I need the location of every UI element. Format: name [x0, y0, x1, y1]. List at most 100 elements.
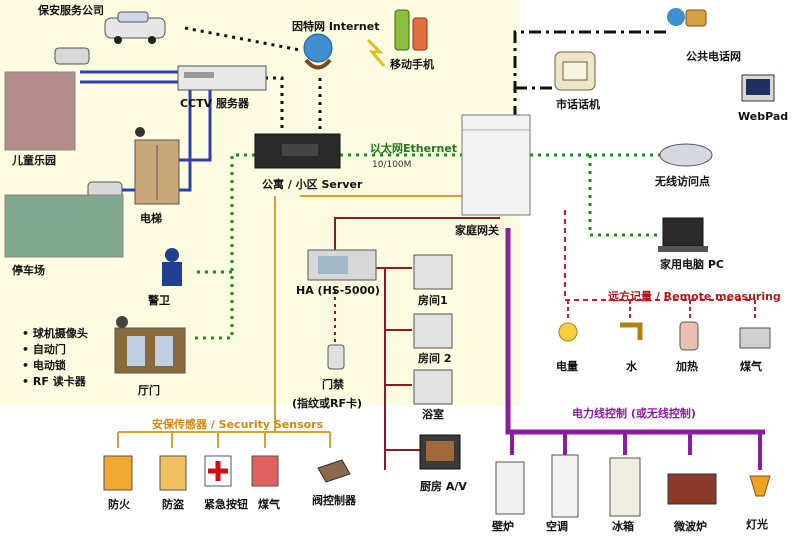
- server-icon: [254, 133, 341, 169]
- lobby-features-list: • 球机摄像头 • 自动门 • 电动锁 • RF 读卡器: [22, 326, 88, 390]
- ha-label: HA (HS-5000): [296, 284, 380, 297]
- list-item: • 电动锁: [22, 359, 66, 372]
- list-item-text: RF 读卡器: [32, 375, 86, 388]
- link-gateway-ha: [334, 217, 500, 250]
- elevator-label: 电梯: [140, 212, 162, 225]
- parking-photo: [4, 194, 124, 258]
- faucet-icon: [620, 322, 643, 340]
- link-ethernet-pc: [588, 155, 660, 237]
- powerline-label: 电力线控制 (或无线控制): [572, 407, 696, 420]
- dome-camera-icon: [116, 316, 128, 328]
- ethernet-speed-label: 10/100M: [372, 160, 412, 170]
- link-cctv-elevator: [165, 90, 212, 162]
- parking-label: 停车场: [12, 264, 45, 277]
- cctv-label: CCTV 服务器: [180, 97, 249, 110]
- wireless-ap-icon: [659, 143, 713, 167]
- lightning-icon: [366, 38, 386, 67]
- theft-label: 防盗: [162, 498, 184, 511]
- link-ha-rooms: [375, 267, 386, 470]
- playground-label: 儿童乐园: [12, 154, 56, 167]
- mobile-phone-icon: [394, 9, 428, 51]
- light-label: 灯光: [746, 518, 768, 531]
- bulb-icon: [558, 322, 578, 342]
- webpad-label: WebPad: [738, 110, 789, 123]
- bath-panel-icon: [413, 369, 453, 405]
- fire-label: 防火: [108, 498, 130, 511]
- home-pc-icon: [658, 217, 708, 252]
- playground-photo: [4, 71, 76, 151]
- link-ethernet-left: [190, 153, 255, 340]
- gas-sensor-label: 煤气: [258, 498, 280, 511]
- link-cctv-server: [265, 76, 284, 132]
- landline-label: 市话话机: [556, 98, 600, 111]
- pstn-phone-icon: [667, 8, 707, 27]
- room2-label: 房间 2: [418, 352, 452, 365]
- fingerprint-label: (指纹或RF卡): [292, 397, 363, 410]
- fire-sensor-icon: [103, 455, 133, 491]
- meter-heating-label: 加热: [676, 360, 698, 373]
- pstn-label: 公共电话网: [686, 50, 741, 63]
- cctv-server-icon: [177, 65, 267, 91]
- emergency-label: 紧急按钮: [204, 498, 248, 511]
- fridge-label: 冰箱: [612, 520, 634, 533]
- boiler-label: 壁炉: [492, 520, 514, 533]
- list-item: • 球机摄像头: [22, 327, 88, 340]
- lobby-door-photo: [114, 327, 186, 374]
- home-gateway-icon: [461, 114, 531, 216]
- meter-water-label: 水: [626, 360, 637, 373]
- aircon-label: 空调: [546, 520, 568, 533]
- lobby-label: 厅门: [138, 384, 160, 397]
- room1-panel-icon: [413, 254, 453, 290]
- valve-icon: [317, 459, 351, 483]
- ethernet-label: 以太网Ethernet: [370, 142, 458, 155]
- access-reader-icon: [327, 344, 345, 370]
- valve-label: 阀控制器: [312, 494, 356, 507]
- ha-panel-icon: [307, 249, 377, 281]
- theft-sensor-icon: [159, 455, 187, 491]
- home-pc-label: 家用电脑 PC: [660, 258, 724, 271]
- list-item: • RF 读卡器: [22, 375, 86, 388]
- gas-sensor-icon: [251, 455, 279, 487]
- heater-icon: [679, 321, 699, 351]
- boiler-icon: [495, 461, 525, 515]
- security-sensors-label: 安保传感器 / Security Sensors: [152, 418, 324, 431]
- guard-label: 警卫: [148, 294, 170, 307]
- security-car-icon: [104, 11, 166, 44]
- gateway-label: 家庭网关: [455, 224, 499, 237]
- room2-panel-icon: [413, 313, 453, 349]
- security-company-label: 保安服务公司: [38, 4, 104, 17]
- internet-label: 因特网 Internet: [292, 20, 380, 33]
- wireless-ap-label: 无线访问点: [655, 175, 710, 188]
- webpad-icon: [741, 74, 775, 102]
- list-item: • 自动门: [22, 343, 66, 356]
- list-item-text: 球机摄像头: [32, 327, 88, 340]
- fridge-icon: [609, 457, 641, 517]
- link-powerline: [505, 228, 765, 435]
- elevator-photo: [134, 127, 180, 205]
- landline-phone-icon: [554, 51, 596, 91]
- kitchen-tv-icon: [419, 434, 461, 470]
- camera-icon: [54, 47, 90, 65]
- link-security-internet: [184, 26, 301, 52]
- bathroom-label: 浴室: [422, 408, 444, 421]
- meter-electric-label: 电量: [556, 360, 578, 373]
- microwave-label: 微波炉: [674, 520, 707, 533]
- lamp-icon: [749, 475, 771, 497]
- aircon-icon: [551, 454, 579, 518]
- internet-globe-icon: [303, 33, 333, 70]
- guard-icon: [162, 248, 182, 286]
- emergency-button-icon: [204, 455, 232, 487]
- access-label: 门禁: [322, 378, 344, 391]
- meter-gas-label: 煤气: [740, 360, 762, 373]
- link-metering: [564, 210, 755, 301]
- kitchen-label: 厨房 A/V: [420, 480, 467, 493]
- room1-label: 房间1: [418, 294, 448, 307]
- remote-metering-label: 远方记量 / Remote measuring: [608, 290, 781, 303]
- mobile-label: 移动手机: [390, 58, 434, 71]
- microwave-icon: [667, 473, 717, 505]
- list-item-text: 自动门: [32, 343, 66, 356]
- list-item-text: 电动锁: [32, 359, 66, 372]
- gas-stove-icon: [739, 327, 771, 349]
